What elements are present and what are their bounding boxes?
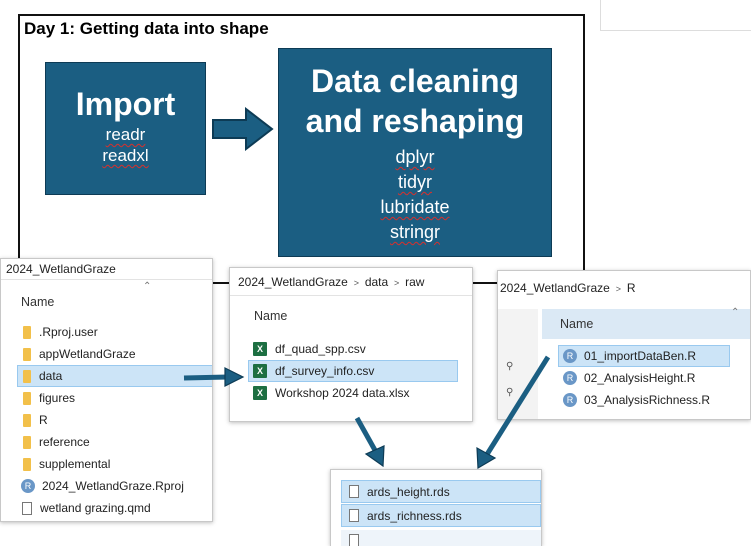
document-icon: [349, 534, 359, 546]
cleaning-package: tidyr: [397, 172, 432, 192]
file-name: wetland grazing.qmd: [40, 501, 151, 515]
file-name: ards_richness.rds: [367, 508, 462, 523]
excel-icon: X: [253, 386, 267, 400]
import-package: readr: [105, 125, 146, 144]
r-file-icon: R: [563, 349, 577, 363]
list-item[interactable]: ards_height.rds: [341, 480, 541, 503]
file-name: 2024_WetlandGraze.Rproj: [42, 479, 184, 493]
list-item[interactable]: .Rproj.user: [17, 321, 212, 343]
cleaning-box: Data cleaning and reshaping dplyr tidyr …: [278, 48, 552, 257]
folder-icon: [23, 457, 31, 471]
breadcrumb: 2024_WetlandGraze > R: [500, 281, 635, 295]
pin-icon: ⚲: [506, 387, 514, 398]
breadcrumb-item[interactable]: data: [364, 275, 389, 289]
sort-chevron-icon: ⌃: [143, 281, 152, 292]
pin-icon: ⚲: [506, 361, 514, 372]
file-name: ards_height.rds: [367, 484, 450, 499]
list-item[interactable]: ards_richness.rds: [341, 504, 541, 527]
explorer-root-window: 2024_WetlandGraze Name ⌃ .Rproj.user app…: [0, 258, 213, 522]
excel-icon: X: [253, 342, 267, 356]
list-item[interactable]: R 2024_WetlandGraze.Rproj: [17, 475, 212, 497]
slide-title: Day 1: Getting data into shape: [24, 19, 269, 38]
import-box: Import readr readxl: [45, 62, 206, 195]
cleaning-package: lubridate: [380, 197, 450, 217]
breadcrumb: 2024_WetlandGraze > data > raw: [238, 275, 424, 289]
breadcrumb-item[interactable]: raw: [405, 275, 425, 289]
file-name: Workshop 2024 data.xlsx: [275, 386, 410, 400]
cleaning-heading-line2: and reshaping: [305, 103, 525, 139]
list-item[interactable]: R 02_AnalysisHeight.R: [558, 367, 730, 389]
background-window-edge: [600, 0, 751, 31]
file-name: R: [39, 413, 48, 427]
r-project-icon: R: [21, 479, 35, 493]
name-column-header[interactable]: Name: [21, 295, 55, 309]
r-file-icon: R: [563, 371, 577, 385]
document-icon: [349, 509, 359, 522]
file-list: ards_height.rds ards_richness.rds: [341, 480, 541, 527]
folder-icon: [23, 435, 31, 449]
cleaning-package: dplyr: [395, 147, 435, 167]
file-name: data: [39, 369, 63, 383]
list-item[interactable]: data: [17, 365, 212, 387]
excel-icon: X: [253, 364, 267, 378]
list-item[interactable]: R 01_importDataBen.R: [558, 345, 730, 367]
file-name: appWetlandGraze: [39, 347, 136, 361]
breadcrumb-item[interactable]: R: [626, 281, 636, 295]
folder-icon: [23, 391, 31, 405]
file-name: supplemental: [39, 457, 111, 471]
arrow-script-to-rds: [476, 355, 551, 470]
folder-icon: [23, 325, 31, 339]
import-heading: Import: [75, 86, 176, 122]
r-file-icon: R: [563, 393, 577, 407]
chevron-right-icon: >: [391, 278, 402, 288]
file-list: .Rproj.user appWetlandGraze data figures…: [17, 321, 212, 519]
name-column-header[interactable]: Name ⌃: [542, 307, 750, 339]
explorer-output-window: ards_height.rds ards_richness.rds: [330, 469, 542, 546]
folder-icon: [23, 347, 31, 361]
file-name: .Rproj.user: [39, 325, 98, 339]
column-label: Name: [560, 317, 594, 331]
document-icon: [349, 485, 359, 498]
cleaning-package: stringr: [389, 222, 440, 242]
window-title: 2024_WetlandGraze: [6, 262, 116, 276]
file-name: 03_AnalysisRichness.R: [584, 393, 711, 407]
arrow-csv-to-rds: [354, 416, 385, 468]
file-name: figures: [39, 391, 76, 405]
chevron-right-icon: >: [613, 284, 624, 294]
name-column-header[interactable]: Name: [254, 309, 288, 323]
folder-icon: [23, 369, 31, 383]
breadcrumb-item[interactable]: 2024_WetlandGraze: [238, 275, 348, 289]
list-item[interactable]: reference: [17, 431, 212, 453]
list-item[interactable]: appWetlandGraze: [17, 343, 212, 365]
title-divider: [1, 279, 212, 280]
file-list: R 01_importDataBen.R R 02_AnalysisHeight.R…: [558, 345, 730, 411]
file-name: 02_AnalysisHeight.R: [584, 371, 696, 385]
file-name: df_survey_info.csv: [275, 364, 375, 378]
breadcrumb-item[interactable]: 2024_WetlandGraze: [500, 281, 610, 295]
arrow-data-to-csv: [183, 367, 245, 387]
block-arrow-right: [212, 107, 274, 151]
chevron-right-icon: >: [351, 278, 362, 288]
list-item[interactable]: supplemental: [17, 453, 212, 475]
file-name: df_quad_spp.csv: [275, 342, 366, 356]
list-item[interactable]: wetland grazing.qmd: [17, 497, 212, 519]
list-item[interactable]: X Workshop 2024 data.xlsx: [248, 382, 458, 404]
file-name: 01_importDataBen.R: [584, 349, 697, 363]
cleaning-heading-line1: Data cleaning: [310, 63, 520, 99]
list-item[interactable]: R: [17, 409, 212, 431]
file-name: reference: [39, 435, 90, 449]
document-icon: [22, 501, 32, 515]
import-package: readxl: [102, 146, 149, 165]
breadcrumb-divider: [230, 295, 472, 296]
list-item[interactable]: figures: [17, 387, 212, 409]
list-item[interactable]: R 03_AnalysisRichness.R: [558, 389, 730, 411]
folder-icon: [23, 413, 31, 427]
sort-chevron-icon: ⌃: [731, 307, 740, 318]
partial-list-item: [341, 530, 541, 546]
